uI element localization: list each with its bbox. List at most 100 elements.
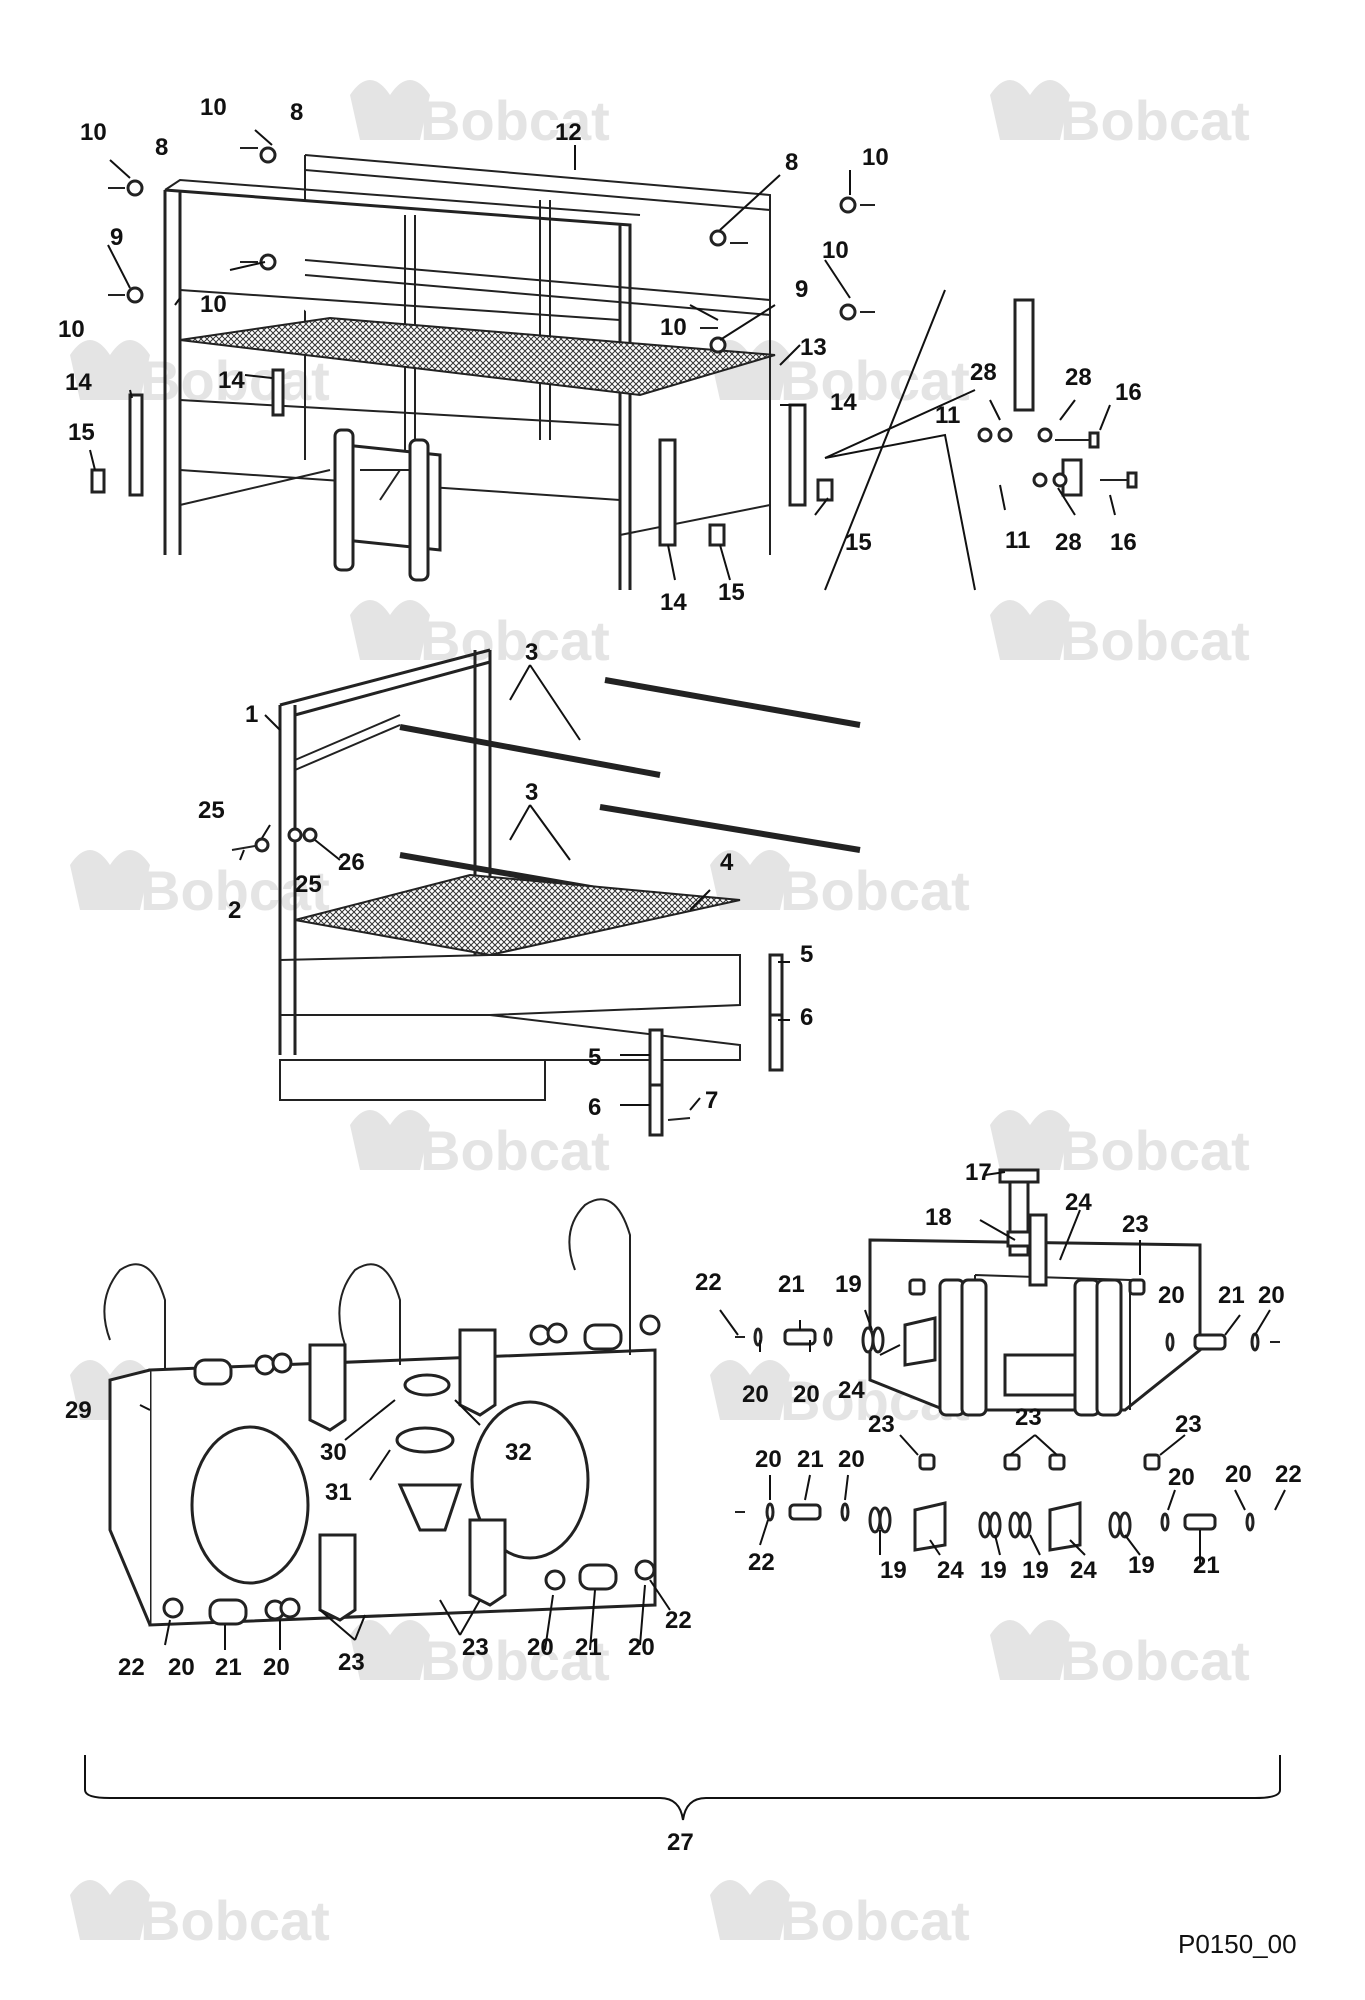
callout-28: 28 bbox=[970, 359, 997, 386]
callout-4: 4 bbox=[720, 849, 734, 876]
bobcat-text-watermark: Bobcat bbox=[420, 1119, 610, 1182]
bobcat-text-watermark: Bobcat bbox=[1060, 1629, 1250, 1692]
callout-23: 23 bbox=[338, 1649, 365, 1676]
callout-23: 23 bbox=[1122, 1211, 1149, 1238]
callout-31: 31 bbox=[325, 1479, 352, 1506]
callout-24: 24 bbox=[1065, 1189, 1092, 1216]
top-cage-assembly bbox=[90, 146, 1138, 591]
bobcat-logo-watermark bbox=[70, 850, 150, 910]
callout-20: 20 bbox=[527, 1634, 554, 1661]
callout-21: 21 bbox=[215, 1654, 242, 1681]
callout-11: 11 bbox=[1005, 527, 1030, 554]
callout-19: 19 bbox=[1128, 1552, 1155, 1579]
callout-14: 14 bbox=[218, 367, 245, 394]
callout-5: 5 bbox=[588, 1044, 601, 1071]
callout-28: 28 bbox=[1055, 529, 1082, 556]
drawing-code: P0150_00 bbox=[1178, 1929, 1297, 1959]
callout-labels: 10 8 10 8 12 8 10 9 10 10 10 9 10 13 14 … bbox=[58, 94, 1302, 1856]
bobcat-logo-watermark bbox=[350, 80, 430, 140]
bobcat-logo-watermark bbox=[710, 1880, 790, 1940]
callout-3: 3 bbox=[525, 639, 538, 666]
bobcat-text-watermark: Bobcat bbox=[780, 859, 970, 922]
bobcat-logo-watermark bbox=[350, 1110, 430, 1170]
callout-23: 23 bbox=[1175, 1411, 1202, 1438]
callout-28: 28 bbox=[1065, 364, 1092, 391]
callout-20: 20 bbox=[1158, 1282, 1185, 1309]
callout-20: 20 bbox=[1225, 1461, 1252, 1488]
callout-22: 22 bbox=[1275, 1461, 1302, 1488]
callout-14: 14 bbox=[65, 369, 92, 396]
middle-frame-assembly bbox=[231, 648, 861, 1137]
callout-20: 20 bbox=[168, 1654, 195, 1681]
callout-21: 21 bbox=[797, 1446, 824, 1473]
callout-17: 17 bbox=[965, 1159, 992, 1186]
callout-13: 13 bbox=[800, 334, 827, 361]
bobcat-logo-watermark bbox=[990, 1620, 1070, 1680]
callout-14: 14 bbox=[830, 389, 857, 416]
callout-20: 20 bbox=[742, 1381, 769, 1408]
callout-21: 21 bbox=[778, 1271, 805, 1298]
bobcat-text-watermark: Bobcat bbox=[780, 349, 970, 412]
callout-20: 20 bbox=[263, 1654, 290, 1681]
bobcat-logo-watermark bbox=[70, 340, 150, 400]
callout-25: 25 bbox=[295, 871, 322, 898]
callout-6: 6 bbox=[800, 1004, 813, 1031]
callout-21: 21 bbox=[1193, 1552, 1220, 1579]
callout-21: 21 bbox=[1218, 1282, 1245, 1309]
callout-10: 10 bbox=[58, 316, 85, 343]
callout-25: 25 bbox=[198, 797, 225, 824]
callout-8: 8 bbox=[785, 149, 798, 176]
callout-19: 19 bbox=[980, 1557, 1007, 1584]
callout-8: 8 bbox=[290, 99, 303, 126]
bobcat-logo-watermark bbox=[350, 1620, 430, 1680]
callout-10: 10 bbox=[80, 119, 107, 146]
callout-20: 20 bbox=[628, 1634, 655, 1661]
callout-3: 3 bbox=[525, 779, 538, 806]
callout-11: 11 bbox=[935, 402, 960, 429]
callout-15: 15 bbox=[845, 529, 872, 556]
callout-7: 7 bbox=[705, 1087, 718, 1114]
bobcat-text-watermark: Bobcat bbox=[420, 1629, 610, 1692]
hitch-detail-assembly bbox=[735, 1168, 1280, 1552]
bobcat-logo-watermark bbox=[990, 80, 1070, 140]
bobcat-text-watermark: Bobcat bbox=[420, 609, 610, 672]
callout-29: 29 bbox=[65, 1397, 92, 1424]
bobcat-logo-watermark bbox=[710, 850, 790, 910]
bobcat-text-watermark: Bobcat bbox=[1060, 609, 1250, 672]
callout-23: 23 bbox=[462, 1634, 489, 1661]
callout-23: 23 bbox=[868, 1411, 895, 1438]
bobcat-text-watermark: Bobcat bbox=[140, 1889, 330, 1952]
callout-21: 21 bbox=[575, 1634, 602, 1661]
callout-5: 5 bbox=[800, 941, 813, 968]
callout-10: 10 bbox=[200, 291, 227, 318]
callout-27: 27 bbox=[667, 1829, 694, 1856]
callout-22: 22 bbox=[118, 1654, 145, 1681]
callout-19: 19 bbox=[880, 1557, 907, 1584]
attachment-plate-assembly bbox=[103, 1198, 661, 1627]
bobcat-logo-watermark bbox=[710, 1360, 790, 1420]
callout-26: 26 bbox=[338, 849, 365, 876]
callout-12: 12 bbox=[555, 119, 582, 146]
callout-16: 16 bbox=[1110, 529, 1137, 556]
callout-leaders bbox=[84, 129, 1286, 1821]
bobcat-text-watermark: Bobcat bbox=[780, 1889, 970, 1952]
callout-15: 15 bbox=[68, 419, 95, 446]
callout-24: 24 bbox=[838, 1377, 865, 1404]
callout-1: 1 bbox=[245, 701, 258, 728]
callout-24: 24 bbox=[937, 1557, 964, 1584]
callout-20: 20 bbox=[1258, 1282, 1285, 1309]
callout-20: 20 bbox=[1168, 1464, 1195, 1491]
bobcat-text-watermark: Bobcat bbox=[140, 349, 330, 412]
bobcat-logo-watermark bbox=[990, 600, 1070, 660]
callout-14: 14 bbox=[660, 589, 687, 616]
callout-20: 20 bbox=[755, 1446, 782, 1473]
bobcat-text-watermark: Bobcat bbox=[1060, 1119, 1250, 1182]
bobcat-logo-watermark bbox=[70, 1880, 150, 1940]
callout-23: 23 bbox=[1015, 1404, 1042, 1431]
callout-19: 19 bbox=[1022, 1557, 1049, 1584]
callout-2: 2 bbox=[228, 897, 241, 924]
callout-20: 20 bbox=[793, 1381, 820, 1408]
callout-9: 9 bbox=[110, 224, 123, 251]
